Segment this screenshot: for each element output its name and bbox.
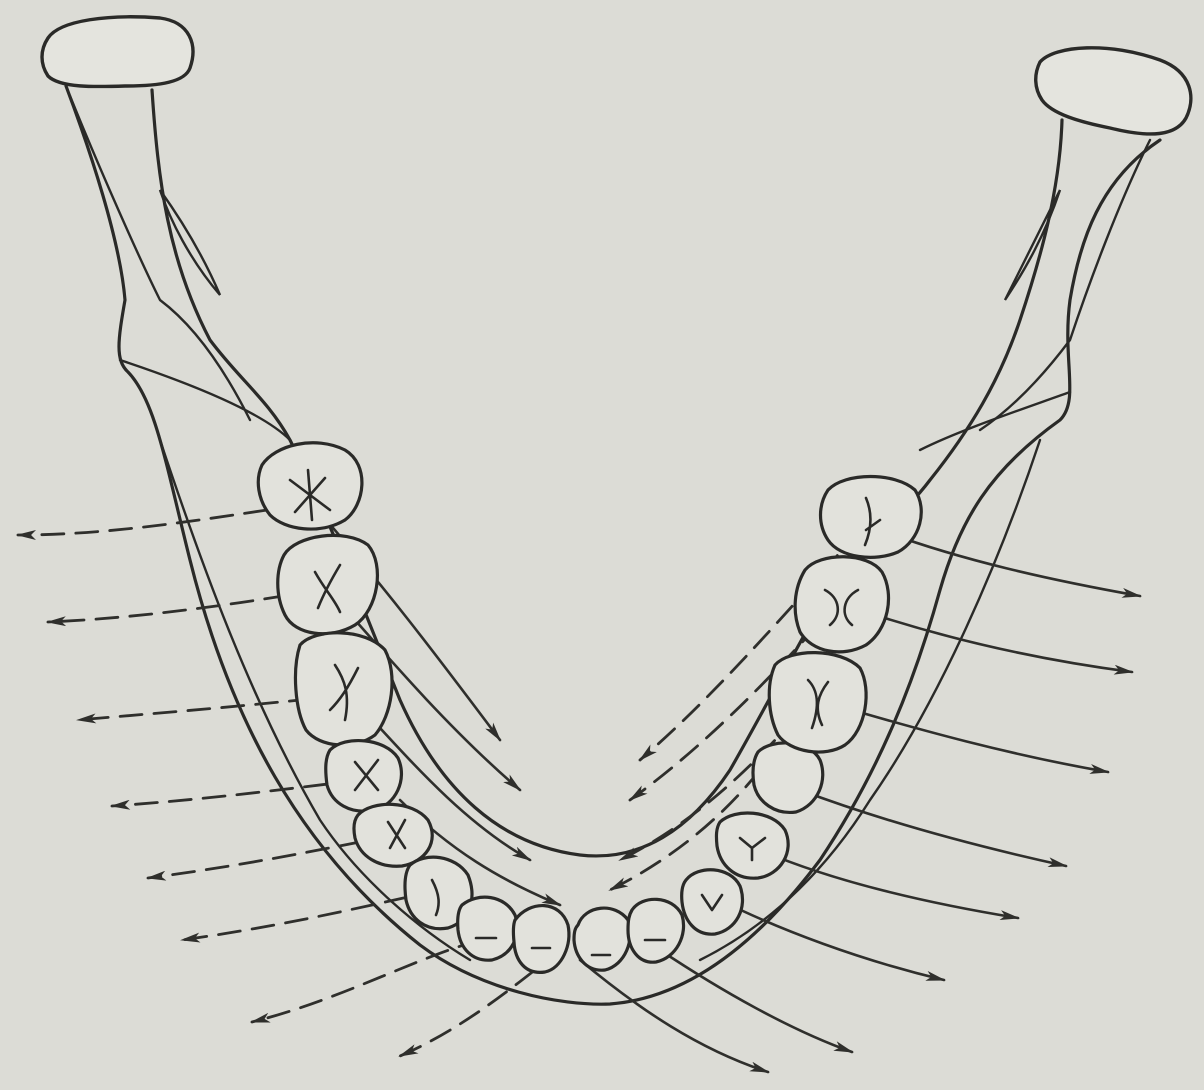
right-first-premolar [716, 813, 788, 878]
left-second-premolar [326, 741, 402, 812]
right-ramus-line-a [980, 140, 1150, 430]
left-first-premolar [354, 804, 432, 866]
right-arrow-2 [860, 610, 1132, 672]
left-first-molar [295, 633, 392, 745]
right-canine [682, 870, 743, 934]
right-central-incisor [574, 908, 630, 970]
right-oblique-line [920, 392, 1070, 450]
left-central-incisor [513, 906, 569, 973]
left-lateral-incisor [458, 897, 518, 960]
left-teeth [258, 443, 569, 973]
left-arrow-4 [112, 780, 360, 806]
outer-contour [66, 86, 1160, 1004]
left-arrow-6 [182, 890, 440, 940]
left-ramus-line-a [70, 96, 250, 420]
right-condyle [1036, 48, 1191, 134]
right-arrow-6 [720, 900, 944, 980]
left-condyle [42, 17, 193, 87]
right-teeth [574, 477, 921, 971]
left-arrow-1 [18, 505, 300, 535]
left-arrow-7 [252, 940, 480, 1022]
right-second-premolar [753, 743, 823, 812]
right-arrow-5 [760, 850, 1018, 918]
right-arrow-8 [580, 960, 768, 1072]
right-second-molar [795, 557, 888, 652]
left-ramus-line-b [160, 190, 220, 295]
right-arrow-1 [880, 530, 1140, 596]
right-lateral-incisor [628, 899, 684, 962]
